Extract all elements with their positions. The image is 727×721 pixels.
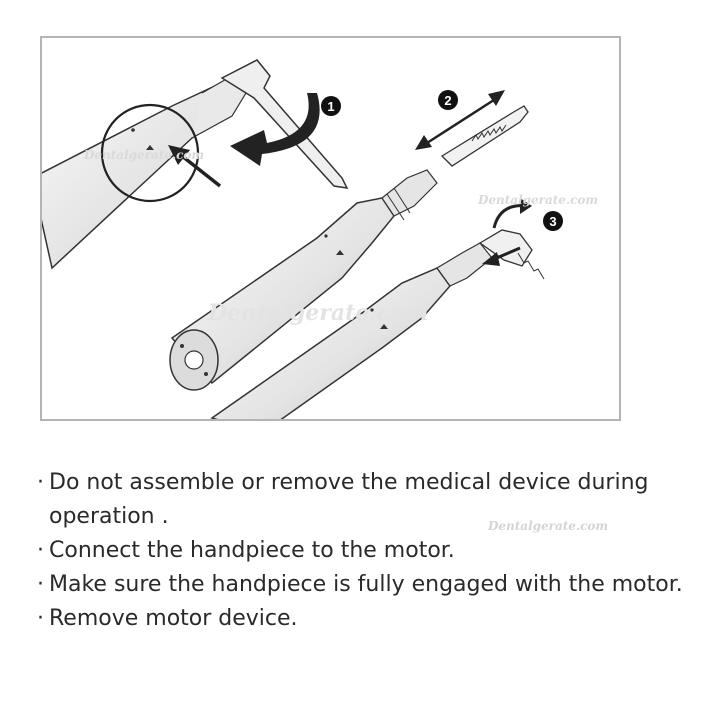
saw-blade bbox=[440, 105, 529, 167]
step-marker-1: 1 bbox=[321, 96, 341, 116]
svg-text:2: 2 bbox=[444, 93, 451, 108]
watermark: Dentalgerate.com bbox=[84, 148, 205, 162]
assembly-illustration: 1 2 3 bbox=[40, 36, 621, 421]
handpiece-diagram: 1 2 3 bbox=[42, 59, 563, 419]
double-arrow-icon bbox=[415, 90, 505, 150]
curved-arrow-icon bbox=[492, 198, 532, 229]
handpiece-lower bbox=[210, 229, 545, 419]
step-marker-2: 2 bbox=[438, 90, 458, 110]
instruction-item: Make sure the handpiece is fully engaged… bbox=[37, 568, 697, 602]
handpiece-middle bbox=[169, 169, 438, 391]
handpiece-closeup bbox=[42, 59, 349, 270]
push-arrow-icon bbox=[168, 145, 222, 188]
instruction-list: Do not assemble or remove the medical de… bbox=[37, 466, 697, 636]
instruction-item: Connect the handpiece to the motor. bbox=[37, 534, 697, 568]
watermark: Dentalgerate.com bbox=[208, 300, 429, 326]
instruction-item: Do not assemble or remove the medical de… bbox=[37, 466, 697, 534]
magnifier-circle bbox=[100, 103, 200, 203]
watermark: Dentalgerate.com bbox=[478, 193, 599, 207]
wrench-tool bbox=[220, 59, 349, 189]
svg-text:3: 3 bbox=[549, 214, 556, 229]
svg-text:1: 1 bbox=[327, 99, 334, 114]
step-marker-3: 3 bbox=[543, 211, 563, 231]
back-arrow-icon bbox=[482, 246, 521, 266]
instruction-item: Remove motor device. bbox=[37, 602, 697, 636]
rotate-arrow-icon bbox=[230, 93, 320, 166]
